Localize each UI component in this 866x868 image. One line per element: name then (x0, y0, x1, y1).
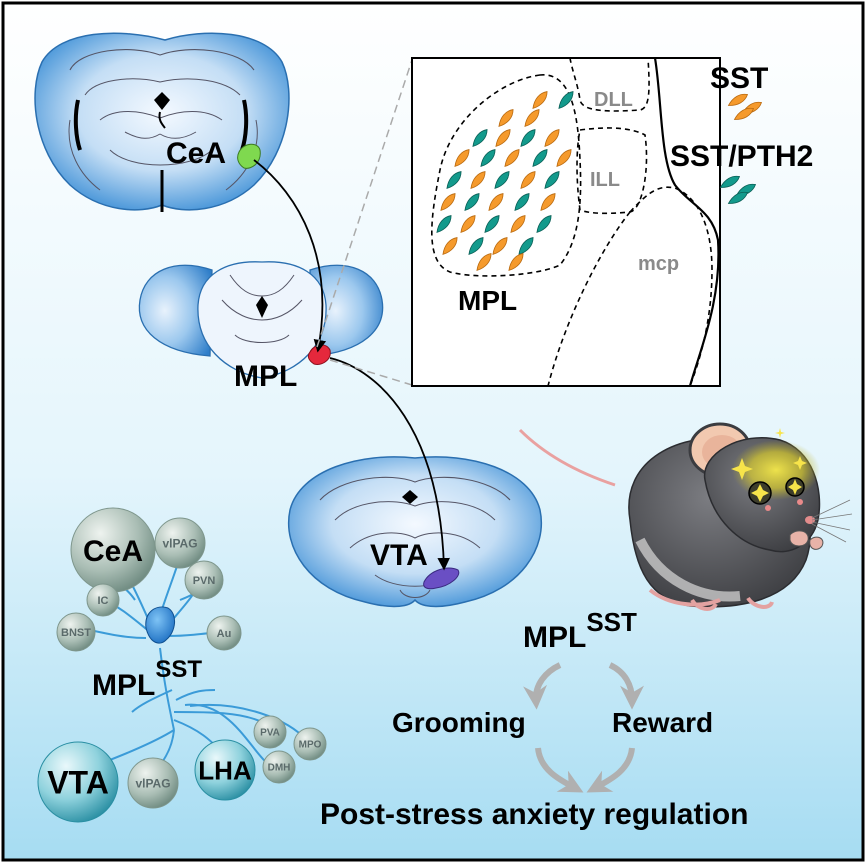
node-lha: LHA (194, 739, 256, 801)
brain-label-mpl: MPL (234, 360, 297, 393)
cell-legend: SST SST/PTH2 (670, 62, 813, 208)
behavior-grooming: Grooming (392, 707, 526, 738)
behavior-title-sup: SST (586, 607, 637, 637)
network-center-main: MPL (92, 669, 155, 702)
node-label: Au (217, 628, 232, 640)
mouse-illustration (518, 422, 853, 611)
arrow-to-reward (608, 662, 644, 710)
inset-label-dll: DLL (594, 89, 633, 111)
behavior-panel: MPLSST Grooming Reward Post-stress anxie… (320, 607, 748, 831)
network-center-label: MPLSST (92, 656, 202, 702)
node-circle (127, 757, 179, 809)
node-circle (253, 715, 287, 749)
node-circle (194, 739, 256, 801)
node-cea: CeA (70, 507, 156, 593)
node-label: CeA (83, 535, 143, 568)
node-label: PVN (193, 575, 216, 587)
behavior-title-main: MPL (523, 621, 586, 654)
node-ic: IC (86, 583, 120, 617)
node-circle (86, 583, 120, 617)
node-dmh: DMH (262, 750, 296, 784)
inset-label-mpl: MPL (458, 285, 517, 316)
zoom-line-bottom (329, 359, 413, 386)
node-label: PVA (260, 728, 280, 739)
node-mpo: MPO (293, 727, 327, 761)
behavior-reward: Reward (612, 707, 713, 738)
behavior-title: MPLSST (523, 607, 637, 654)
node-label: LHA (198, 755, 252, 785)
node-vta: VTA (37, 741, 119, 823)
node-circle (206, 615, 242, 651)
node-label: MPO (299, 740, 322, 751)
brain-label-vta: VTA (370, 539, 428, 572)
arrow-cea-to-mpl (253, 159, 327, 353)
node-label: vlPAG (162, 536, 197, 550)
inset-label-mcp: mcp (638, 253, 679, 275)
brain-label-cea: CeA (166, 137, 226, 170)
node-circle (56, 612, 96, 652)
inset-panel: DLL ILL mcp MPL (411, 57, 721, 387)
zoom-line-top (316, 59, 413, 348)
node-circle (154, 517, 206, 569)
brain-section-vta (288, 456, 542, 608)
node-pvn: PVN (184, 560, 224, 600)
arrow-mpl-to-vta (329, 357, 451, 571)
legend-sst-label: SST (710, 62, 768, 95)
arrow-grooming-to-outcome (535, 747, 584, 793)
arrow-reward-to-outcome (586, 747, 635, 793)
inset-label-ill: ILL (590, 169, 620, 191)
node-pva: PVA (253, 715, 287, 749)
mpl-sst-soma (145, 606, 175, 644)
node-circle (293, 727, 327, 761)
node-au: Au (206, 615, 242, 651)
node-circle (37, 741, 119, 823)
arrow-to-grooming (523, 662, 562, 710)
node-bnst: BNST (56, 612, 96, 652)
behavior-outcome: Post-stress anxiety regulation (320, 798, 748, 831)
node-circle (262, 750, 296, 784)
node-label: VTA (47, 765, 109, 801)
node-label: IC (98, 595, 109, 607)
node-vlpag-top: vlPAG (154, 517, 206, 569)
network-center-sup: SST (155, 656, 202, 683)
brain-section-mpl (138, 261, 384, 379)
brain-section-cea (34, 32, 290, 212)
node-label: DMH (268, 763, 291, 774)
node-label: BNST (61, 627, 91, 639)
node-circle (184, 560, 224, 600)
node-label: vlPAG (135, 776, 170, 790)
legend-sst-pth2-label: SST/PTH2 (670, 140, 813, 173)
node-vlpag-bottom: vlPAG (127, 757, 179, 809)
